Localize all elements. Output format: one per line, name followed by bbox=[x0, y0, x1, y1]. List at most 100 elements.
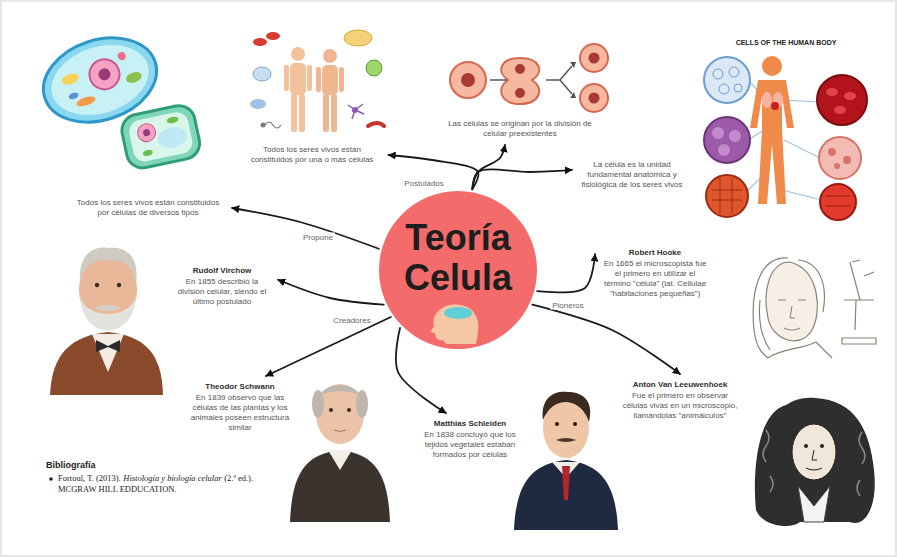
branch-arrow bbox=[537, 254, 595, 292]
virchow-portrait bbox=[117, 283, 121, 287]
human-body-cells-illustration bbox=[307, 65, 312, 91]
human-body-cells-illustration bbox=[323, 49, 337, 63]
human-body-cells-chart bbox=[750, 80, 794, 204]
branch-arrow bbox=[472, 169, 572, 189]
node-text: En 1855 describió la división celular, s… bbox=[172, 277, 272, 307]
schwann-portrait bbox=[334, 430, 346, 432]
human-body-cells-chart bbox=[817, 75, 867, 125]
cell-illustration bbox=[166, 116, 179, 124]
human-body-cells-chart bbox=[729, 67, 739, 77]
schwann-portrait bbox=[356, 390, 368, 418]
topic-title: Teoría Celula bbox=[388, 218, 528, 297]
human-body-cells-illustration bbox=[284, 65, 289, 91]
human-body-cells-chart bbox=[719, 84, 729, 94]
human-body-cells-chart bbox=[826, 196, 850, 206]
human-body-cells-illustration bbox=[348, 104, 364, 119]
cell-division-illustration bbox=[501, 58, 539, 104]
human-body-cells-illustration bbox=[266, 32, 280, 40]
human-body-cells-illustration bbox=[344, 30, 372, 46]
brain-icon bbox=[444, 307, 472, 319]
scientist-name: Robert Hooke bbox=[601, 248, 709, 258]
hooke-sketch bbox=[766, 262, 817, 341]
branch-arrow bbox=[472, 145, 505, 189]
virchow-portrait bbox=[50, 248, 163, 395]
bullet-point bbox=[49, 477, 53, 481]
schwann-portrait bbox=[316, 384, 364, 444]
concept-node: La célula es la unidad fundamental anató… bbox=[576, 158, 688, 192]
cell-illustration bbox=[136, 122, 157, 143]
concept-node: Rudolf VirchowEn 1855 describió la divis… bbox=[170, 264, 274, 309]
schleiden-portrait bbox=[555, 422, 559, 426]
cell-illustration bbox=[142, 129, 150, 137]
node-text: En 1665 el microscopista fue el primero … bbox=[601, 259, 709, 299]
human-body-cells-chart bbox=[834, 106, 846, 114]
leeuwenhoek-portrait bbox=[792, 424, 836, 480]
concept-node: Las células se originan por la división … bbox=[445, 117, 595, 141]
leeuwenhoek-portrait bbox=[820, 444, 824, 448]
human-body-cells-chart bbox=[712, 127, 724, 139]
scientist-name: Anton Van Leeuwenhoek bbox=[621, 380, 739, 390]
human-body-cells-illustration bbox=[322, 65, 338, 95]
hooke-sketch bbox=[778, 300, 806, 330]
cell-division-illustration bbox=[580, 44, 608, 72]
scientist-name: Rudolf Virchow bbox=[172, 266, 272, 276]
virchow-portrait bbox=[92, 334, 124, 372]
human-body-cells-illustration bbox=[323, 94, 329, 132]
concept-node: Matthias SchleidenEn 1838 concluyó que l… bbox=[410, 417, 530, 462]
cell-illustration bbox=[60, 72, 80, 87]
cell-division-illustration bbox=[450, 62, 486, 98]
schwann-portrait bbox=[329, 408, 333, 412]
schwann-portrait bbox=[290, 450, 390, 522]
virchow-portrait bbox=[94, 305, 122, 311]
human-body-cells-illustration bbox=[368, 123, 384, 126]
cell-illustration bbox=[125, 70, 143, 84]
cell-division-illustration bbox=[461, 73, 475, 87]
scientist-name: Theodor Schwann bbox=[183, 382, 297, 392]
schleiden-portrait bbox=[543, 392, 591, 422]
node-text: En 1839 observó que las células de las p… bbox=[183, 393, 297, 433]
human-body-cells-chart bbox=[762, 92, 772, 108]
reference-author: Fortoul, T. (2013). bbox=[58, 473, 121, 483]
node-text: En 1838 concluyó que los tejidos vegetal… bbox=[412, 430, 528, 460]
concept-node: Todos los seres vivos están constituidos… bbox=[240, 143, 385, 167]
schleiden-portrait bbox=[556, 438, 576, 442]
cell-illustration bbox=[32, 24, 202, 171]
cell-division-illustration bbox=[450, 44, 608, 112]
node-text: Todos los seres vivos están constituidos… bbox=[242, 145, 383, 165]
leeuwenhoek-portrait bbox=[755, 398, 875, 526]
human-body-cells-illustration bbox=[331, 94, 337, 132]
leeuwenhoek-portrait bbox=[798, 486, 830, 522]
figure-title: CELLS OF THE HUMAN BODY bbox=[736, 39, 837, 46]
reference-entry: Fortoul, T. (2013).Histología y biología… bbox=[58, 473, 280, 495]
schwann-portrait bbox=[347, 408, 351, 412]
concept-node: Theodor SchwannEn 1839 observó que las c… bbox=[181, 380, 299, 435]
scientist-name: Matthias Schleiden bbox=[412, 419, 528, 429]
reference-title: Histología y biología celular bbox=[123, 473, 221, 483]
branch-arrow bbox=[532, 305, 680, 374]
cell-illustration bbox=[127, 110, 194, 164]
concept-node: Robert HookeEn 1665 el microscopista fue… bbox=[599, 246, 711, 301]
leeuwenhoek-portrait bbox=[755, 398, 875, 526]
human-body-cells-illustration bbox=[291, 94, 297, 132]
branch-label: Creadores bbox=[331, 316, 372, 325]
cell-illustration bbox=[68, 92, 79, 101]
branch-label: Pioneros bbox=[550, 301, 586, 310]
human-body-cells-illustration bbox=[253, 67, 271, 81]
branch-arrow bbox=[389, 155, 479, 189]
human-body-cells-illustration bbox=[250, 99, 266, 109]
leeuwenhoek-portrait bbox=[804, 444, 808, 448]
virchow-portrait bbox=[80, 248, 137, 284]
cell-division-illustration bbox=[580, 84, 608, 112]
human-body-cells-chart bbox=[704, 56, 867, 220]
cell-illustration bbox=[119, 103, 203, 171]
human-body-cells-illustration bbox=[299, 94, 305, 132]
schwann-portrait bbox=[328, 450, 352, 470]
human-body-cells-illustration bbox=[253, 38, 267, 46]
human-body-cells-illustration bbox=[261, 123, 266, 128]
section-heading: Bibliografía bbox=[46, 460, 96, 470]
schwann-portrait bbox=[320, 385, 360, 395]
schleiden-portrait bbox=[514, 392, 618, 530]
human-body-cells-chart bbox=[771, 102, 779, 110]
human-body-cells-illustration bbox=[290, 63, 306, 95]
